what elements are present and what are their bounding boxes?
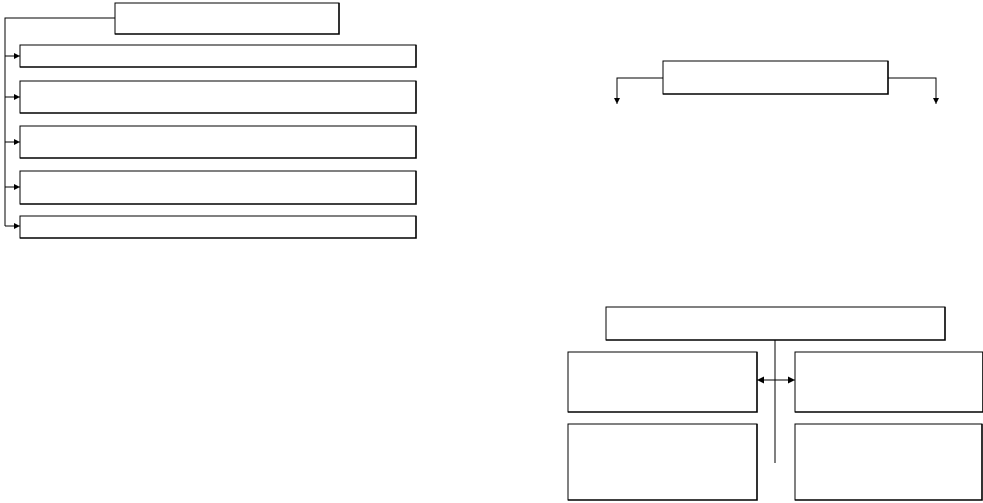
grid-top-box — [605, 306, 946, 341]
split-diagram — [614, 60, 939, 104]
list-item-4 — [5, 170, 417, 205]
right-branch-arrow — [888, 77, 939, 104]
root-box — [114, 2, 340, 35]
list-item-2 — [5, 80, 417, 114]
grid-cell-top-right — [794, 351, 983, 413]
bus-line — [4, 17, 115, 226]
grid-cell-bottom-left — [567, 423, 758, 501]
grid-cell-top-left — [567, 351, 758, 413]
grid-diagram — [567, 306, 983, 501]
hierarchy-list-diagram — [4, 2, 417, 239]
list-item-1 — [5, 44, 417, 68]
center-box — [662, 60, 889, 95]
grid-cell-bottom-right — [794, 423, 983, 501]
list-item-3 — [5, 125, 417, 159]
list-item-5 — [5, 215, 417, 239]
left-branch-arrow — [614, 77, 663, 104]
